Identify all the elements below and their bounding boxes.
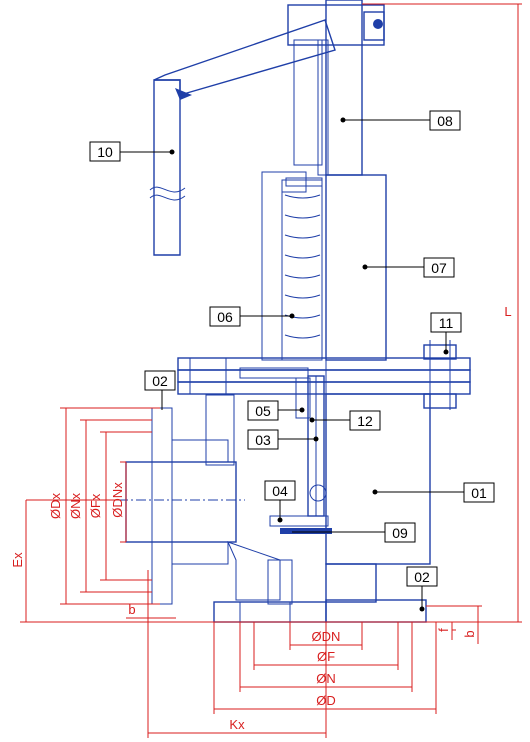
dim-label-F: ØF	[317, 649, 335, 664]
part-tag-01: 01	[463, 482, 495, 503]
svg-text:02: 02	[152, 373, 168, 389]
dim-label-Fx: ØFx	[88, 493, 103, 518]
svg-text:10: 10	[97, 144, 113, 160]
part-tag-08: 08	[429, 110, 461, 131]
leader-lines	[120, 117, 464, 612]
lifting-head	[287, 4, 385, 176]
dim-label-Dx: ØDx	[48, 493, 63, 520]
dim-label-L: L	[504, 304, 511, 319]
svg-text:03: 03	[255, 432, 271, 448]
dim-label-N: ØN	[316, 671, 336, 686]
dim-label-Kx: Kx	[229, 717, 245, 732]
part-tag-03: 03	[247, 429, 279, 450]
lever-part	[149, 19, 336, 256]
svg-text:02: 02	[414, 569, 430, 585]
dim-label-DNx: ØDNx	[110, 482, 125, 518]
inlet-nozzle	[118, 394, 281, 605]
dim-label-D: ØD	[316, 693, 336, 708]
dim-label-Nx: ØNx	[68, 493, 83, 520]
outlet-flange	[213, 559, 327, 623]
part-tag-10: 10	[89, 141, 121, 162]
spindle-part	[325, 0, 363, 176]
svg-text:04: 04	[272, 483, 288, 499]
svg-text:11: 11	[439, 315, 454, 331]
dim-label-b-right: b	[462, 630, 477, 637]
dim-label-Ex: Ex	[10, 552, 25, 568]
dim-label-b-left: b	[128, 602, 135, 617]
flange-joint	[177, 340, 471, 410]
dim-label-f: f	[436, 628, 451, 632]
svg-text:12: 12	[357, 413, 373, 429]
part-tag-05: 05	[247, 400, 279, 421]
part-tag-04: 04	[264, 480, 296, 501]
part-tag-09: 09	[384, 522, 416, 543]
svg-text:01: 01	[471, 485, 487, 501]
part-tag-07: 07	[423, 257, 455, 278]
svg-text:05: 05	[255, 403, 271, 419]
part-tag-12: 12	[349, 410, 381, 431]
bonnet-part	[261, 171, 323, 361]
dim-label-DN: ØDN	[312, 629, 341, 644]
part-tag-11: 11	[430, 312, 462, 333]
part-tag-06: 06	[209, 306, 241, 327]
dimension-lines	[20, 3, 522, 738]
svg-text:08: 08	[437, 113, 453, 129]
part-tag-02-lower: 02	[406, 566, 438, 587]
svg-text:09: 09	[392, 525, 408, 541]
part-tag-02-upper: 02	[144, 370, 176, 391]
svg-text:06: 06	[217, 309, 233, 325]
svg-text:07: 07	[431, 260, 447, 276]
seat-gasket	[269, 515, 332, 534]
